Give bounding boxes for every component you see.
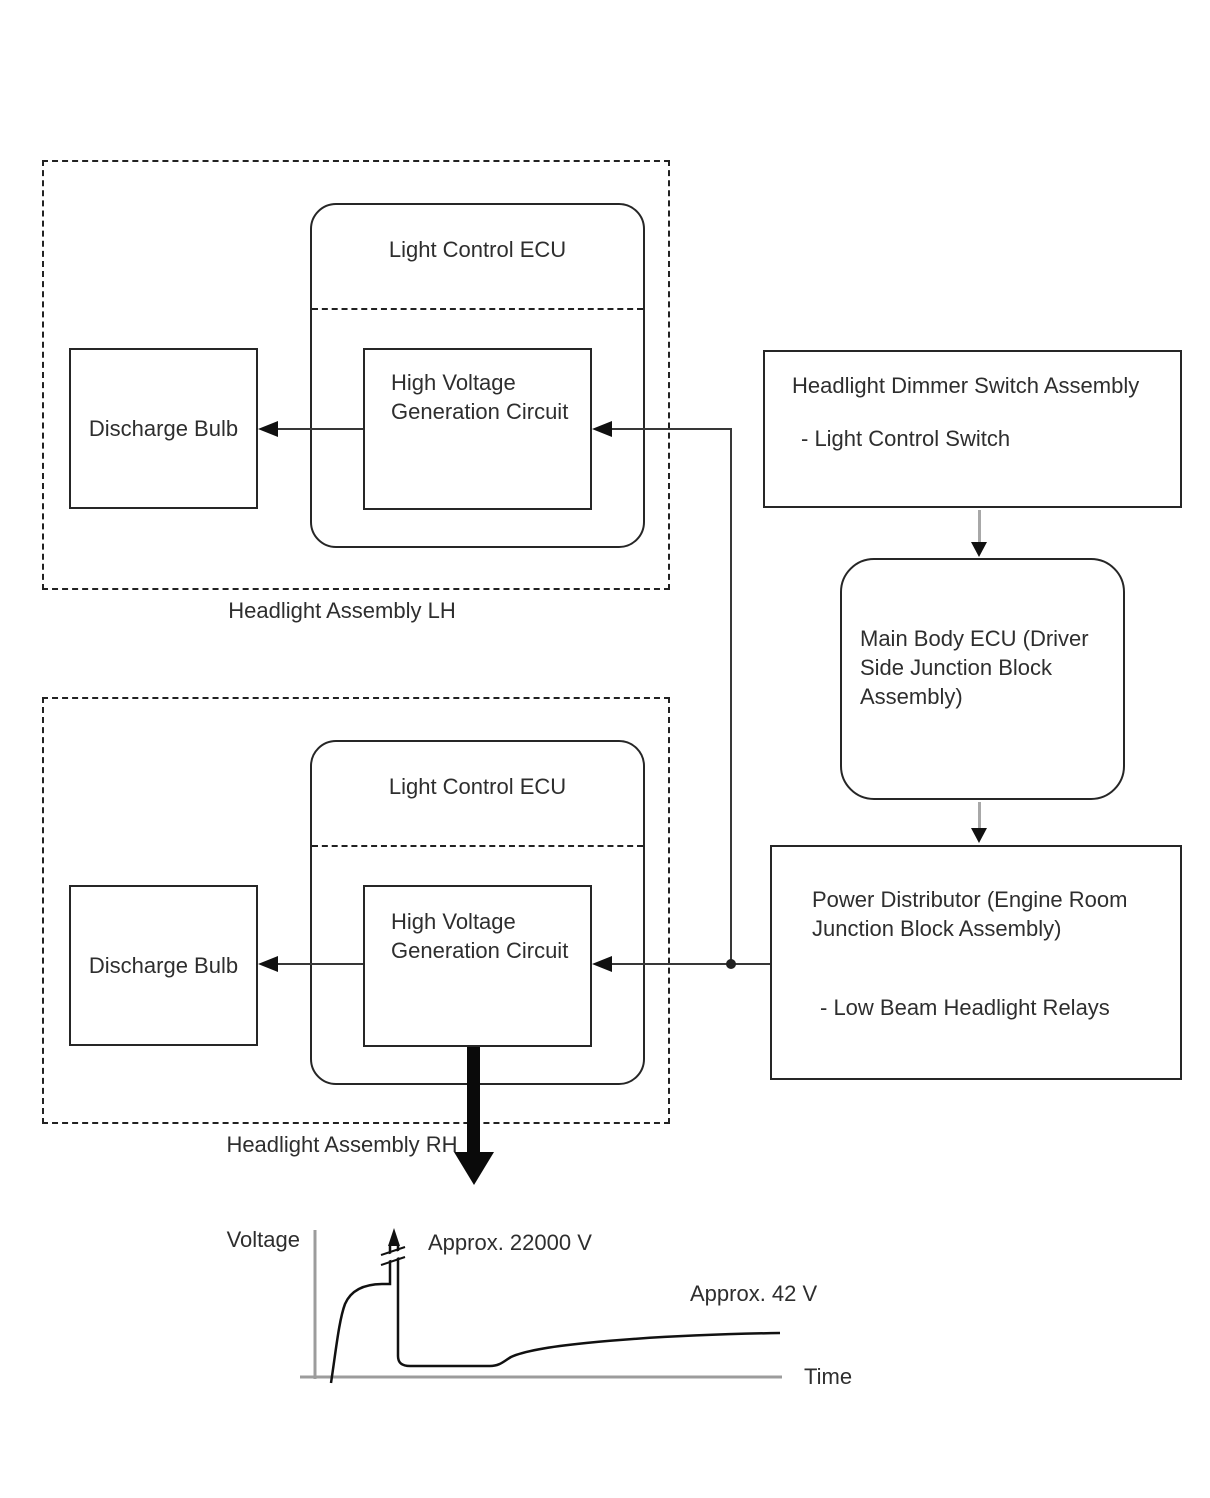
rh-supply-line	[612, 963, 731, 965]
lh-discharge-bulb-label: Discharge Bulb	[88, 415, 239, 441]
ecu-to-pd-line	[978, 802, 981, 830]
lh-hv-line1: High Voltage	[391, 370, 516, 395]
rh-discharge-bulb-box: Discharge Bulb	[69, 885, 258, 1046]
voltage-time-chart	[300, 1228, 782, 1384]
power-distributor-line1: Power Distributor (Engine Room	[812, 887, 1128, 912]
rh-assembly-label: Headlight Assembly RH	[226, 1132, 458, 1157]
rh-bulb-arrow-line	[278, 963, 363, 965]
output-arrow-shaft	[467, 1047, 480, 1154]
main-body-ecu-line2: Side Junction Block	[860, 655, 1052, 680]
lh-supply-arrowhead-icon	[592, 421, 612, 437]
rh-light-control-ecu-title: Light Control ECU	[388, 774, 567, 799]
rh-hv-line2: Generation Circuit	[391, 938, 569, 963]
lh-discharge-bulb-box: Discharge Bulb	[69, 348, 258, 509]
lh-hv-line2: Generation Circuit	[391, 399, 569, 424]
dimmer-switch-item: - Light Control Switch	[801, 426, 1011, 451]
voltage-curve-settle	[396, 1246, 781, 1368]
output-arrow-head-icon	[454, 1152, 494, 1185]
rh-high-voltage-circuit-box: High Voltage Generation Circuit	[363, 885, 592, 1047]
power-distributor-line2: Junction Block Assembly)	[812, 916, 1062, 941]
junction-dot	[726, 959, 736, 969]
power-distributor-item: - Low Beam Headlight Relays	[820, 995, 1110, 1020]
axis-break-mark-lower	[380, 1256, 406, 1266]
main-body-ecu-box: Main Body ECU (Driver Side Junction Bloc…	[840, 558, 1125, 800]
supply-trunk-line	[730, 428, 732, 965]
lh-assembly-dashed-box	[42, 160, 670, 590]
peak-voltage-annotation: Approx. 22000 V	[428, 1230, 592, 1255]
dimmer-switch-assembly-box: Headlight Dimmer Switch Assembly - Light…	[763, 350, 1182, 508]
rh-supply-arrowhead-icon	[592, 956, 612, 972]
dimmer-to-ecu-line	[978, 510, 981, 544]
spike-arrow-tip-icon	[388, 1228, 400, 1246]
lh-ecu-divider	[312, 308, 643, 310]
rh-hv-line1: High Voltage	[391, 909, 516, 934]
dimmer-to-ecu-arrowhead-icon	[971, 542, 987, 557]
rh-discharge-bulb-label: Discharge Bulb	[88, 952, 239, 978]
ecu-to-pd-arrowhead-icon	[971, 828, 987, 843]
axis-break-mark-upper	[380, 1246, 406, 1256]
power-distributor-box: Power Distributor (Engine Room Junction …	[770, 845, 1182, 1080]
lh-light-control-ecu-title: Light Control ECU	[388, 237, 567, 262]
lh-bulb-arrowhead-icon	[258, 421, 278, 437]
lh-assembly-label: Headlight Assembly LH	[228, 598, 456, 623]
pd-to-trunk-line	[730, 963, 772, 965]
axis-break-gap	[380, 1249, 406, 1263]
lh-supply-line	[612, 428, 731, 430]
y-axis-label: Voltage	[226, 1227, 300, 1252]
lh-high-voltage-circuit-box: High Voltage Generation Circuit	[363, 348, 592, 510]
voltage-curve-rise	[329, 1246, 392, 1384]
main-body-ecu-line3: Assembly)	[860, 684, 963, 709]
x-axis-label: Time	[804, 1364, 853, 1389]
main-body-ecu-line1: Main Body ECU (Driver	[860, 626, 1089, 651]
rh-ecu-divider	[312, 845, 643, 847]
steady-voltage-annotation: Approx. 42 V	[690, 1281, 818, 1306]
lh-bulb-arrow-line	[278, 428, 363, 430]
rh-assembly-dashed-box	[42, 697, 670, 1124]
rh-bulb-arrowhead-icon	[258, 956, 278, 972]
dimmer-switch-title: Headlight Dimmer Switch Assembly	[792, 373, 1140, 398]
